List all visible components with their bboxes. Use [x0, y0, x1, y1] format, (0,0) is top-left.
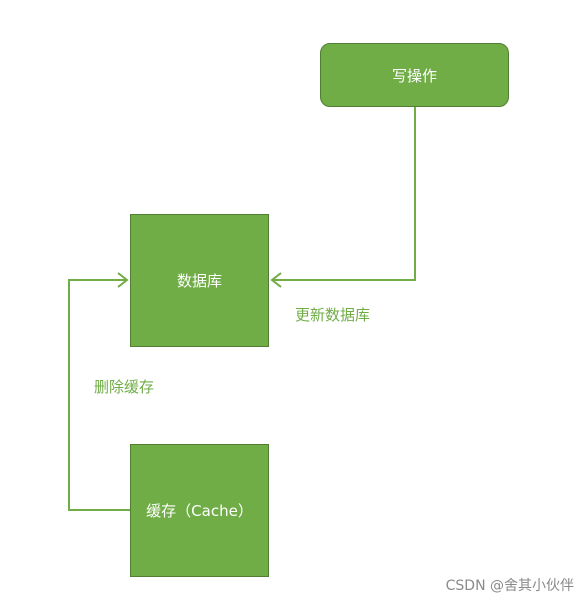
- cache-label: 缓存（Cache）: [146, 502, 253, 520]
- arrowhead-delete-cache: [117, 272, 129, 288]
- write-operation-node: 写操作: [320, 43, 509, 107]
- connector-update-db: [273, 107, 416, 281]
- arrowhead-update-db: [270, 272, 282, 288]
- write-operation-label: 写操作: [391, 66, 437, 85]
- update-database-label: 更新数据库: [295, 306, 371, 324]
- delete-cache-label: 删除缓存: [94, 378, 155, 396]
- watermark: CSDN @舍其小伙伴: [445, 578, 574, 594]
- database-node: 数据库: [130, 214, 269, 347]
- cache-node: 缓存（Cache）: [130, 444, 269, 577]
- database-label: 数据库: [176, 272, 222, 290]
- connector-delete-cache: [68, 279, 130, 511]
